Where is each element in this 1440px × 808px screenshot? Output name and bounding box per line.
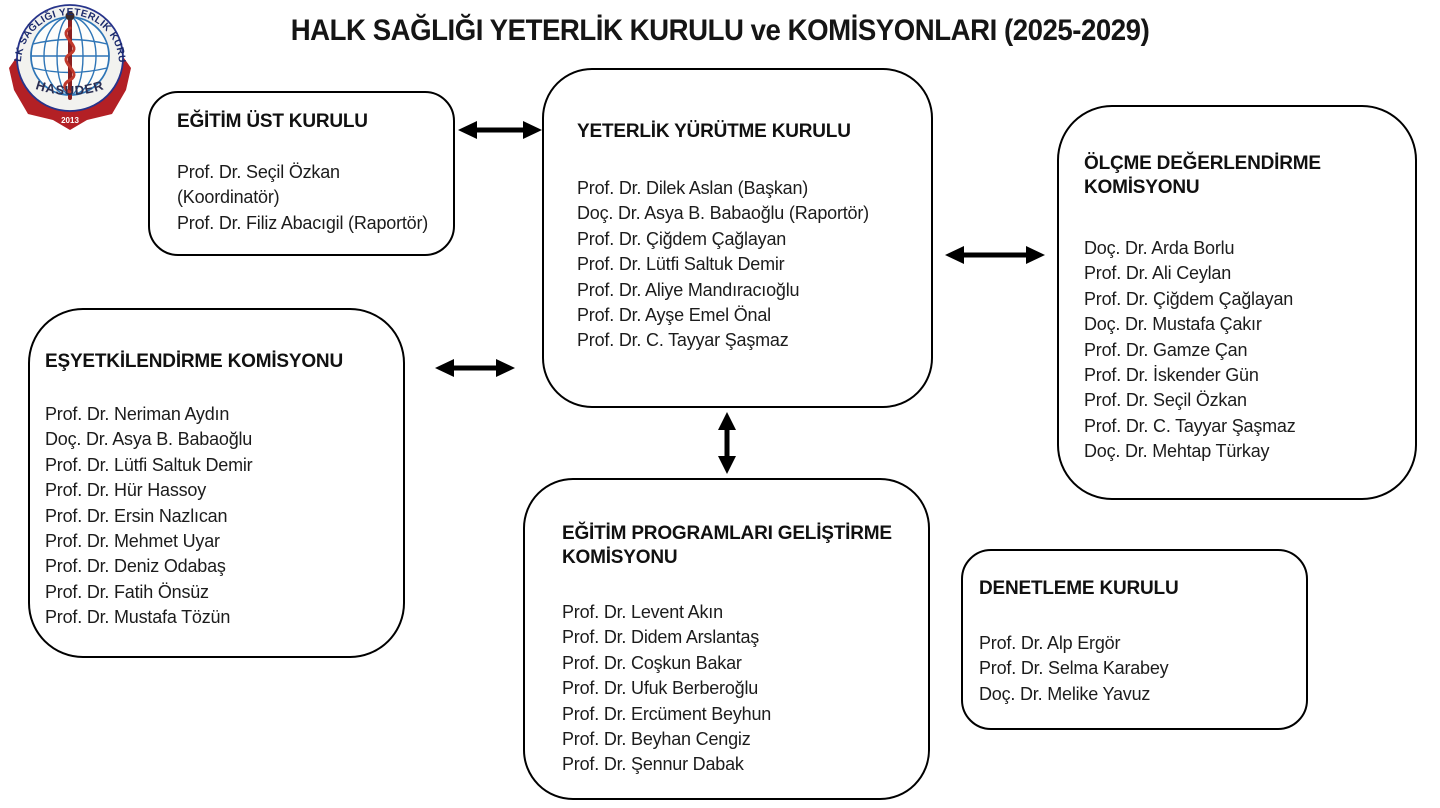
box-yeterlik-yurutme-kurulu: YETERLİK YÜRÜTME KURULU Prof. Dr. Dilek … [542, 68, 933, 408]
member-list: Prof. Dr. Dilek Aslan (Başkan) Doç. Dr. A… [577, 176, 921, 354]
member-name: Doç. Dr. Asya B. Babaoğlu (Raportör) [577, 203, 869, 224]
page-title: HALK SAĞLIĞI YETERLİK KURULU ve KOMİSYON… [290, 14, 1150, 47]
hasuder-logo: HALK SAĞLIĞI YETERLİK KURULU HASUDER 201… [8, 2, 131, 130]
member-name: Prof. Dr. Seçil Özkan [1084, 390, 1247, 411]
member-name: Prof. Dr. Ufuk Berberoğlu [562, 678, 759, 699]
member-name: Prof. Dr. Seçil Özkan [177, 162, 340, 182]
member-name: Prof. Dr. Ercüment Beyhun [562, 703, 772, 724]
member-name: Prof. Dr. Lütfi Saltuk Demir [45, 454, 253, 475]
member-name: Prof. Dr. C. Tayyar Şaşmaz [577, 330, 789, 351]
member-name: Prof. Dr. İskender Gün [1084, 365, 1259, 386]
member-name: Prof. Dr. Levent Akın [562, 602, 723, 622]
box-title: YETERLİK YÜRÜTME KURULU [577, 121, 851, 142]
box-esyetkilendirme-komisyonu: EŞYETKİLENDİRME KOMİSYONU Prof. Dr. Neri… [28, 308, 405, 658]
member-name: Prof. Dr. Şennur Dabak [562, 754, 744, 775]
member-name: Prof. Dr. Hür Hassoy [45, 480, 207, 501]
member-name: Doç. Dr. Arda Borlu [1084, 238, 1235, 258]
box-egitim-programlari-gelistirme-komisyonu: EĞİTİM PROGRAMLARI GELİŞTİRME KOMİSYONU … [523, 478, 930, 800]
member-name: Prof. Dr. Ayşe Emel Önal [577, 305, 771, 326]
member-name: Doç. Dr. Mustafa Çakır [1084, 314, 1262, 335]
member-name: Doç. Dr. Mehtap Türkay [1084, 441, 1270, 462]
member-name: Prof. Dr. Mustafa Tözün [45, 607, 231, 628]
box-olcme-degerlendirme-komisyonu: ÖLÇME DEĞERLENDİRME KOMİSYONU Doç. Dr. A… [1057, 105, 1417, 500]
member-name: Prof. Dr. Fatih Önsüz [45, 581, 209, 602]
member-name: Prof. Dr. Lütfi Saltuk Demir [577, 254, 785, 275]
arrow-esyetkilendirme-to-yurutme [435, 359, 515, 377]
box-egitim-ust-kurulu: EĞİTİM ÜST KURULU Prof. Dr. Seçil Özkan (… [148, 91, 455, 256]
member-name: Prof. Dr. Beyhan Cengiz [562, 729, 751, 750]
member-name: Doç. Dr. Asya B. Babaoğlu [45, 429, 253, 450]
member-name: Prof. Dr. Filiz Abacıgil (Raportör) [177, 212, 429, 233]
member-name: Prof. Dr. Dilek Aslan (Başkan) [577, 178, 809, 198]
member-name: Prof. Dr. Ersin Nazlıcan [45, 505, 228, 526]
member-name: Prof. Dr. Çiğdem Çağlayan [577, 228, 787, 249]
member-name: Prof. Dr. Aliye Mandıracıoğlu [577, 279, 800, 300]
member-name: Prof. Dr. Deniz Odabaş [45, 556, 226, 577]
box-title: EĞİTİM ÜST KURULU [177, 111, 368, 132]
arrow-yurutme-to-olcme [945, 246, 1045, 264]
member-name: Prof. Dr. C. Tayyar Şaşmaz [1084, 415, 1296, 436]
box-title: EĞİTİM PROGRAMLARI GELİŞTİRME KOMİSYONU [562, 523, 892, 568]
member-name: Prof. Dr. Selma Karabey [979, 658, 1169, 679]
member-name: Prof. Dr. Mehmet Uyar [45, 531, 220, 552]
box-title: DENETLEME KURULU [979, 578, 1179, 599]
member-name: Prof. Dr. Didem Arslantaş [562, 627, 760, 648]
box-title: EŞYETKİLENDİRME KOMİSYONU [45, 351, 343, 372]
box-title: ÖLÇME DEĞERLENDİRME KOMİSYONU [1084, 153, 1321, 198]
logo-org-name: HASUDER [34, 77, 106, 98]
logo-year: 2013 [61, 116, 79, 125]
member-name: Prof. Dr. Ali Ceylan [1084, 263, 1232, 284]
member-name: (Koordinatör) [177, 187, 280, 208]
member-name: Prof. Dr. Alp Ergör [979, 633, 1121, 653]
arrow-egitim-ust-to-yurutme [458, 121, 542, 139]
member-name: Prof. Dr. Coşkun Bakar [562, 652, 742, 673]
member-name: Prof. Dr. Gamze Çan [1084, 339, 1248, 360]
member-name: Prof. Dr. Çiğdem Çağlayan [1084, 288, 1294, 309]
member-name: Prof. Dr. Neriman Aydın [45, 404, 230, 424]
logo-snake [63, 26, 76, 94]
member-list: Prof. Dr. Seçil Özkan (Koordinatör) Prof. … [177, 160, 449, 236]
member-name: Doç. Dr. Melike Yavuz [979, 683, 1151, 704]
arrow-yurutme-to-egitim-programlari [718, 412, 736, 474]
